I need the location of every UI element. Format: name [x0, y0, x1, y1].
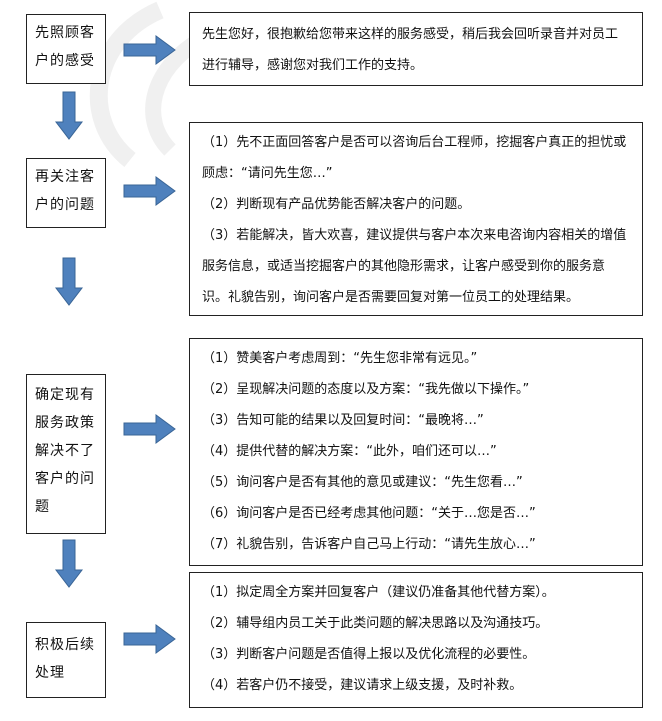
step-1-label: 先照顾客户的感受	[35, 25, 95, 69]
right-arrow-icon	[123, 624, 176, 654]
step-4-line-1: （1）拟定周全方案并回复客户（建议仍准备其他代替方案）。	[202, 585, 555, 600]
step-2-text-box: （1）先不正面回答客户是否可以咨询后台工程师，挖掘客户真正的担忧或顾虑：“请问先…	[189, 122, 643, 316]
step-4-text-box: （1）拟定周全方案并回复客户（建议仍准备其他代替方案）。 （2）辅导组内员工关于…	[189, 572, 643, 708]
step-4-line-3: （3）判断客户问题是否值得上报以及优化流程的必要性。	[202, 647, 536, 662]
step-3-label: 确定现有服务政策解决不了客户的问题	[35, 387, 95, 515]
step-3-line-1: （1）赞美客户考虑周到：“先生您非常有远见。”	[202, 351, 478, 366]
step-1-label-box: 先照顾客户的感受	[26, 14, 106, 84]
step-3-label-box: 确定现有服务政策解决不了客户的问题	[26, 374, 106, 534]
right-arrow-icon	[123, 176, 176, 206]
down-arrow-icon	[54, 91, 84, 140]
down-arrow-icon	[54, 539, 84, 588]
step-4-line-4: （4）若客户仍不接受，建议请求上级支援，及时补救。	[202, 678, 523, 693]
step-3-line-5: （5）询问客户是否有其他的意见或建议：“先生您看…”	[202, 475, 523, 490]
step-1-text-box: 先生您好，很抱歉给您带来这样的服务感受，稍后我会回听录音并对员工进行辅导，感谢您…	[189, 12, 643, 86]
step-2-line-3: （3）若能解决，皆大欢喜，建议提供与客户本次来电咨询内容相关的增值服务信息，或适…	[202, 228, 627, 305]
right-arrow-icon	[123, 414, 176, 444]
step-2-line-1: （1）先不正面回答客户是否可以咨询后台工程师，挖掘客户真正的担忧或顾虑：“请问先…	[202, 135, 627, 181]
step-3-line-3: （3）告知可能的结果以及回复时间：“最晚将…”	[202, 413, 484, 428]
step-3-line-2: （2）呈现解决问题的态度以及方案：“我先做以下操作。”	[202, 382, 530, 397]
step-3-line-4: （4）提供代替的解决方案：“此外，咱们还可以…”	[202, 444, 497, 459]
right-arrow-icon	[123, 35, 176, 65]
step-2-line-2: （2）判断现有产品优势能否解决客户的问题。	[202, 197, 471, 212]
step-3-line-7: （7）礼貌告别，告诉客户自己马上行动：“请先生放心…”	[202, 537, 536, 552]
step-4-label: 积极后续处理	[35, 637, 95, 681]
step-4-line-2: （2）辅导组内员工关于此类问题的解决思路以及沟通技巧。	[202, 616, 549, 631]
step-3-text-box: （1）赞美客户考虑周到：“先生您非常有远见。” （2）呈现解决问题的态度以及方案…	[189, 338, 643, 566]
step-4-label-box: 积极后续处理	[26, 622, 106, 698]
step-3-line-6: （6）询问客户是否已经考虑其他问题：“关于…您是否…”	[202, 506, 536, 521]
step-2-label-box: 再关注客户的问题	[26, 158, 106, 228]
step-1-line-1: 先生您好，很抱歉给您带来这样的服务感受，稍后我会回听录音并对员工进行辅导，感谢您…	[202, 27, 619, 73]
down-arrow-icon	[54, 257, 84, 306]
step-2-label: 再关注客户的问题	[35, 169, 95, 213]
